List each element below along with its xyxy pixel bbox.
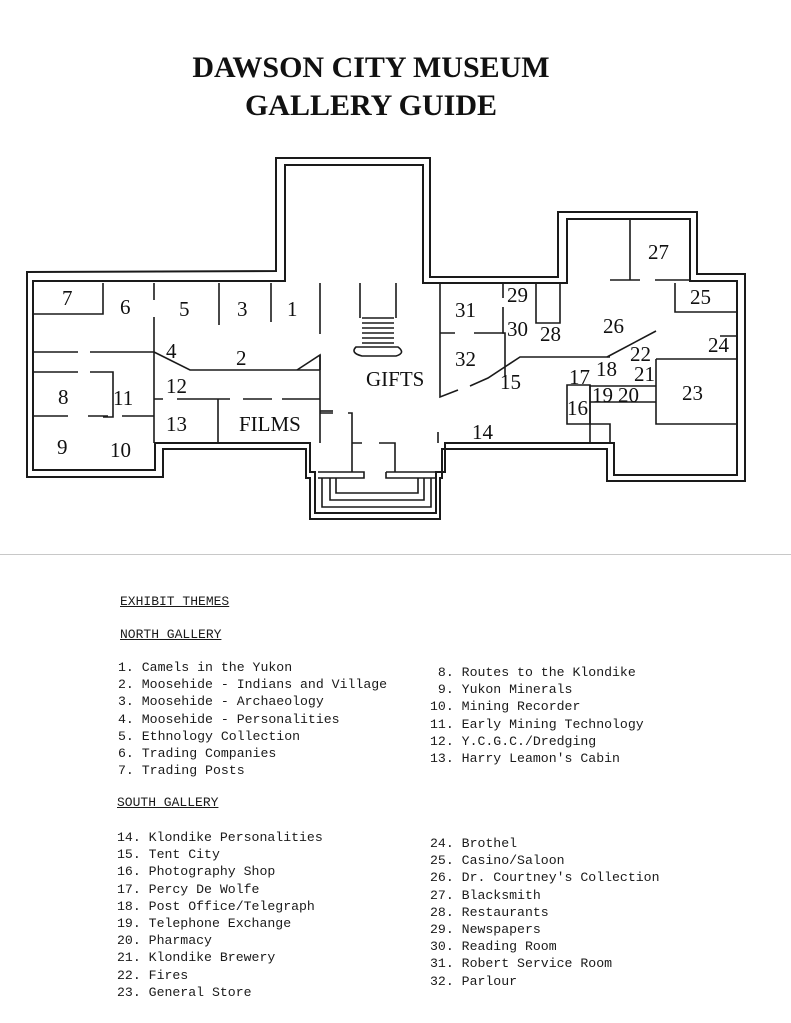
room-label-24: 24 (708, 333, 730, 357)
legend-item: 10. Mining Recorder (430, 699, 581, 715)
room-label-17: 17 (569, 365, 590, 389)
legend-item: 29. Newspapers (430, 922, 541, 938)
room-label-30: 30 (507, 317, 528, 341)
room-label-4: 4 (166, 339, 177, 363)
legend-item: 2. Moosehide - Indians and Village (118, 677, 388, 693)
room-label-32: 32 (455, 347, 476, 371)
central-walls (320, 283, 439, 472)
room-label-5: 5 (179, 297, 190, 321)
legend-item: 12. Y.C.G.C./Dredging (430, 733, 597, 749)
south-gallery-list-right: 24. Brothel 25. Casino/Saloon 26. Dr. Co… (430, 835, 660, 990)
room-label-2: 2 (236, 346, 247, 370)
legend-item: 20. Pharmacy (117, 933, 212, 949)
legend-item: 19. Telephone Exchange (117, 916, 292, 932)
area-labels: GIFTS FILMS (239, 367, 424, 436)
north-gallery-list-right: 8. Routes to the Klondike 9. Yukon Miner… (430, 664, 644, 767)
room-label-26: 26 (603, 314, 624, 338)
legend-item: 21. Klondike Brewery (117, 950, 276, 966)
south-gallery-walls (439, 219, 737, 444)
south-gallery-heading: SOUTH GALLERY (117, 795, 219, 810)
room-label-25: 25 (690, 285, 711, 309)
legend-item: 24. Brothel (430, 836, 518, 851)
room-label-12: 12 (166, 374, 187, 398)
legend-item: 6. Trading Companies (118, 746, 277, 762)
room-label-1: 1 (287, 297, 298, 321)
legend-item: 16. Photography Shop (117, 864, 276, 880)
legend-item: 9. Yukon Minerals (430, 682, 573, 698)
legend-item: 13. Harry Leamon's Cabin (430, 751, 620, 767)
room-label-27: 27 (648, 240, 669, 264)
legend-item: 7. Trading Posts (118, 763, 245, 779)
room-label-3: 3 (237, 297, 248, 321)
north-gallery-heading: NORTH GALLERY (120, 627, 222, 642)
room-label-11: 11 (113, 386, 133, 410)
room-label-20: 20 (618, 383, 639, 407)
legend-item: 25. Casino/Saloon (430, 853, 565, 869)
legend-item: 30. Reading Room (430, 939, 557, 955)
legend-item: 27. Blacksmith (430, 887, 541, 903)
room-labels: 1 2 3 4 5 6 7 8 9 10 11 12 13 14 15 16 1… (57, 240, 730, 462)
area-label-gifts: GIFTS (366, 367, 424, 391)
entrance-steps (318, 471, 436, 508)
north-gallery-walls (33, 283, 333, 443)
room-label-18: 18 (596, 357, 617, 381)
room-label-21: 21 (634, 362, 655, 386)
legend-item: 5. Ethnology Collection (118, 728, 301, 744)
legend-item: 15. Tent City (117, 847, 220, 863)
legend-item: 28. Restaurants (430, 904, 549, 920)
guide-title-line2: GALLERY GUIDE (244, 89, 498, 122)
north-gallery-list-left: 1. Camels in the Yukon 2. Moosehide - In… (118, 659, 387, 779)
legend-item: 1. Camels in the Yukon (118, 660, 293, 675)
room-label-10: 10 (110, 438, 131, 462)
legend-item: 26. Dr. Courtney's Collection (430, 870, 660, 886)
room-label-16: 16 (567, 396, 588, 420)
south-gallery-list-left: 14. Klondike Personalities 15. Tent City… (117, 829, 323, 1001)
room-label-19: 19 (592, 383, 613, 407)
room-label-15: 15 (500, 370, 521, 394)
room-label-31: 31 (455, 298, 476, 322)
floor-plan: 1 2 3 4 5 6 7 8 9 10 11 12 13 14 15 16 1… (26, 157, 746, 520)
room-label-22: 22 (630, 342, 651, 366)
legend-item: 11. Early Mining Technology (430, 716, 644, 732)
room-label-9: 9 (57, 435, 68, 459)
area-label-films: FILMS (239, 412, 301, 436)
legend-item: 18. Post Office/Telegraph (117, 898, 315, 914)
legend-item: 32. Parlour (430, 973, 518, 989)
room-label-6: 6 (120, 295, 131, 319)
legend-item: 31. Robert Service Room (430, 956, 613, 972)
legend-item: 8. Routes to the Klondike (430, 665, 636, 680)
legend-item: 23. General Store (117, 984, 252, 1000)
room-label-29: 29 (507, 283, 528, 307)
room-label-23: 23 (682, 381, 703, 405)
room-label-7: 7 (62, 286, 73, 310)
legend-item: 3. Moosehide - Archaeology (118, 694, 324, 710)
legend-item: 4. Moosehide - Personalities (118, 711, 340, 727)
legend-item: 14. Klondike Personalities (117, 830, 323, 845)
page-divider (0, 554, 791, 555)
room-label-8: 8 (58, 385, 69, 409)
guide-title-line1: DAWSON CITY MUSEUM (192, 51, 550, 84)
legend-item: 22. Fires (117, 967, 189, 983)
room-label-13: 13 (166, 412, 187, 436)
legend-item: 17. Percy De Wolfe (117, 881, 260, 897)
exhibit-themes-heading: EXHIBIT THEMES (120, 594, 230, 609)
room-label-28: 28 (540, 322, 561, 346)
room-label-14: 14 (472, 420, 494, 444)
